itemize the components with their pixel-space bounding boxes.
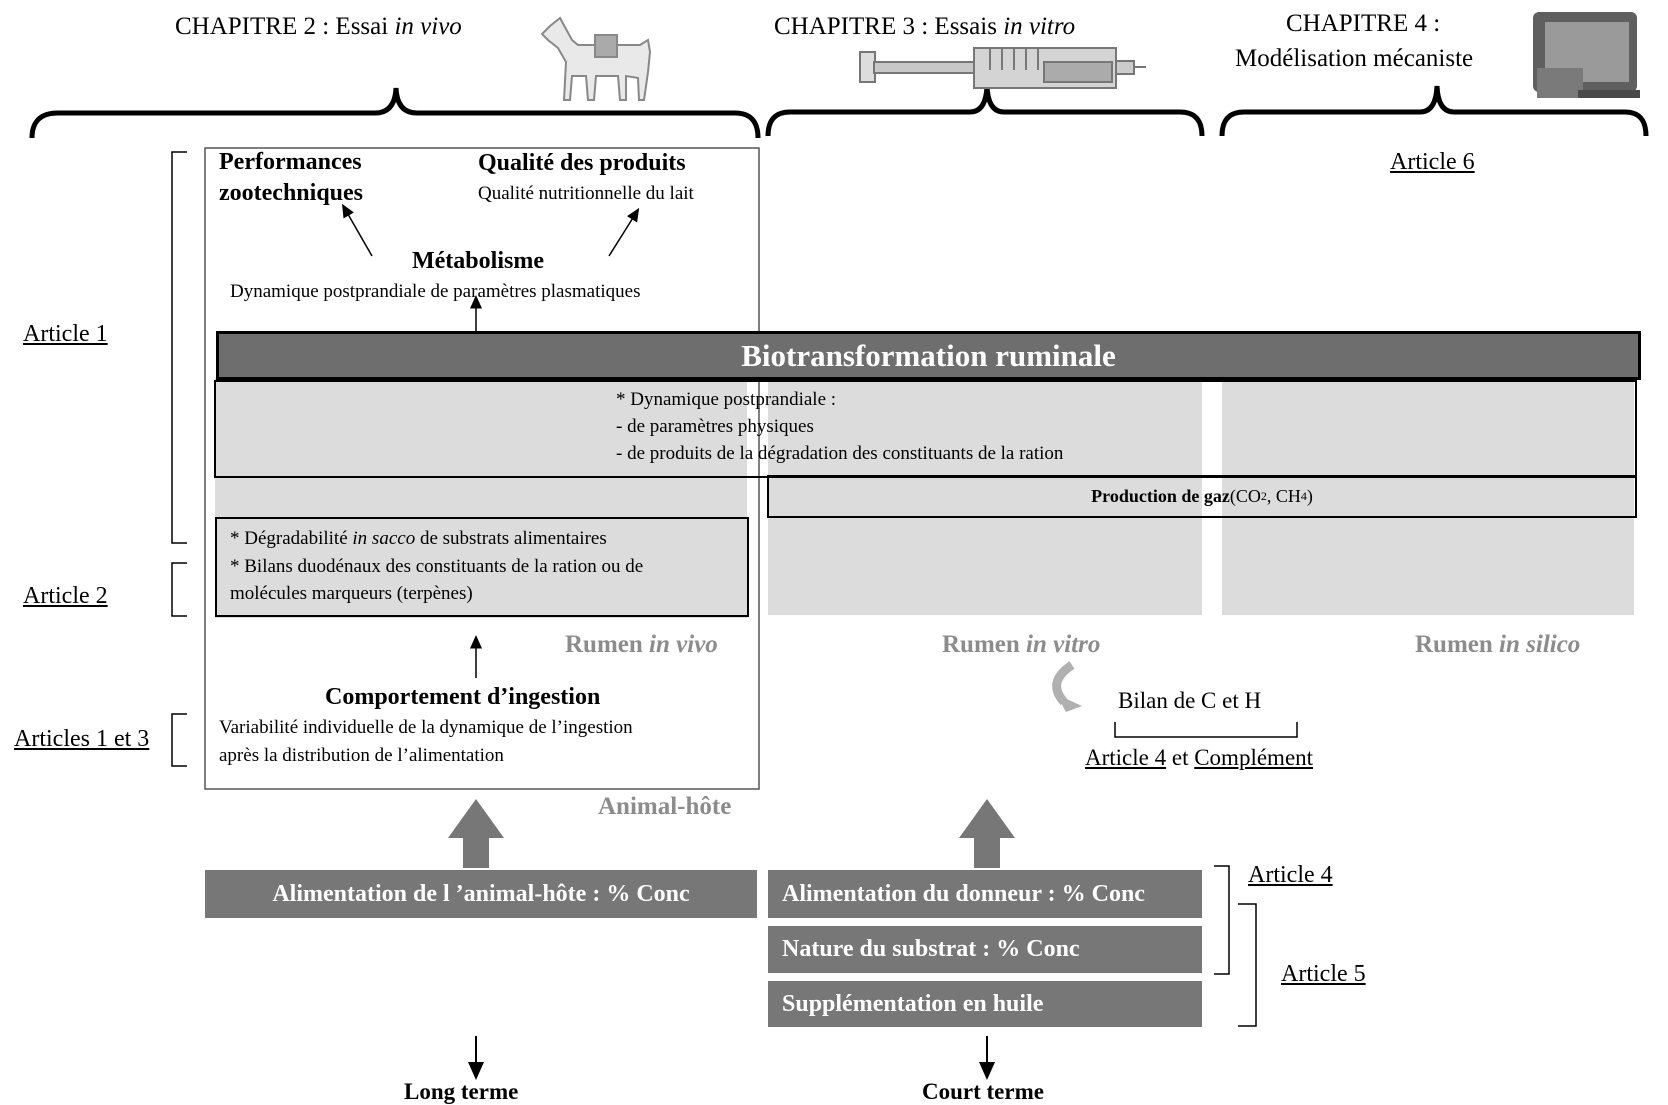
animal-host-label: Animal-hôte	[598, 793, 732, 820]
in-sacco-box	[215, 517, 749, 617]
substrate-bar: Nature du substrat : % Conc	[768, 926, 1202, 973]
biotransformation-title: Biotransformation ruminale	[741, 337, 1116, 373]
article5-link[interactable]: Article 5	[1281, 961, 1366, 987]
short-term-label: Court terme	[922, 1079, 1044, 1104]
article13-bracket	[171, 713, 187, 767]
animal-host-box	[204, 147, 760, 790]
in-sacco-line3: molécules marqueurs (terpènes)	[230, 583, 473, 604]
chapter2-brace	[29, 87, 761, 139]
in-sacco-line1: * Dégradabilité in sacco de substrats al…	[230, 528, 607, 549]
goat-icon	[540, 16, 652, 101]
dynamics-line2: - de paramètres physiques	[616, 416, 814, 437]
chapter3-brace	[765, 85, 1205, 137]
dynamics-line3: - de produits de la dégradation des cons…	[616, 443, 1064, 464]
long-term-label: Long terme	[404, 1079, 519, 1104]
ingestion-line2: après la distribution de l’alimentation	[219, 745, 504, 766]
article2-link[interactable]: Article 2	[23, 583, 108, 609]
performances-line2: zootechniques	[219, 180, 363, 206]
rumen-in-vitro-label: Rumen in vitro	[942, 631, 1101, 658]
article2-bracket	[171, 562, 187, 617]
computer-icon	[1533, 12, 1640, 98]
complement-link[interactable]: Complément	[1194, 745, 1314, 770]
vivo-panel	[215, 378, 747, 618]
vitro-panel	[768, 378, 1202, 615]
article1-bracket	[171, 151, 187, 544]
chapter4-brace	[1219, 85, 1649, 137]
bilan-label: Bilan de C et H	[1118, 688, 1262, 713]
chapter2-title: CHAPITRE 2 : Essai in vivo	[175, 13, 462, 40]
silico-panel	[1222, 378, 1634, 615]
donor-feeding-bar: Alimentation du donneur : % Conc	[768, 870, 1202, 918]
ingestion-line1: Variabilité individuelle de la dynamique…	[219, 717, 633, 738]
quality-subtitle: Qualité nutritionnelle du lait	[478, 183, 694, 204]
articles13-link[interactable]: Articles 1 et 3	[14, 726, 150, 752]
article6-link[interactable]: Article 6	[1390, 149, 1475, 175]
ingestion-title: Comportement d’ingestion	[325, 684, 601, 710]
rumen-in-vivo-label: Rumen in vivo	[565, 631, 718, 658]
chapter4-title-line2: Modélisation mécaniste	[1235, 45, 1474, 72]
article5-bracket	[1238, 903, 1257, 1027]
host-feeding-bar: Alimentation de l ’animal-hôte : % Conc	[205, 870, 757, 918]
oil-supplementation-bar: Supplémentation en huile	[768, 981, 1202, 1027]
in-sacco-line2: * Bilans duodénaux des constituants de l…	[230, 556, 644, 577]
host-up-arrow	[448, 799, 504, 868]
article4-bracket	[1214, 865, 1230, 975]
rumen-in-silico-label: Rumen in silico	[1415, 631, 1581, 658]
chapter4-title-line1: CHAPITRE 4 :	[1286, 10, 1441, 37]
biotransformation-bar: Biotransformation ruminale	[216, 331, 1641, 380]
metabolism-title: Métabolisme	[412, 248, 544, 274]
metabolism-subtitle: Dynamique postprandiale de paramètres pl…	[230, 281, 641, 302]
article1-link[interactable]: Article 1	[23, 321, 108, 347]
quality-title: Qualité des produits	[478, 150, 686, 176]
dynamics-box	[214, 380, 1637, 478]
chapter3-title: CHAPITRE 3 : Essais in vitro	[774, 13, 1076, 40]
bilan-bracket	[1114, 722, 1298, 738]
donor-up-arrow	[959, 799, 1015, 868]
performances-line1: Performances	[219, 149, 362, 175]
article4-link[interactable]: Article 4	[1248, 862, 1333, 888]
article4-bilan-link[interactable]: Article 4	[1085, 745, 1167, 770]
bilan-articles: Article 4 et Complément	[1085, 745, 1314, 770]
dynamics-line1: * Dynamique postprandiale :	[616, 389, 837, 410]
syringe-icon	[859, 47, 1146, 89]
